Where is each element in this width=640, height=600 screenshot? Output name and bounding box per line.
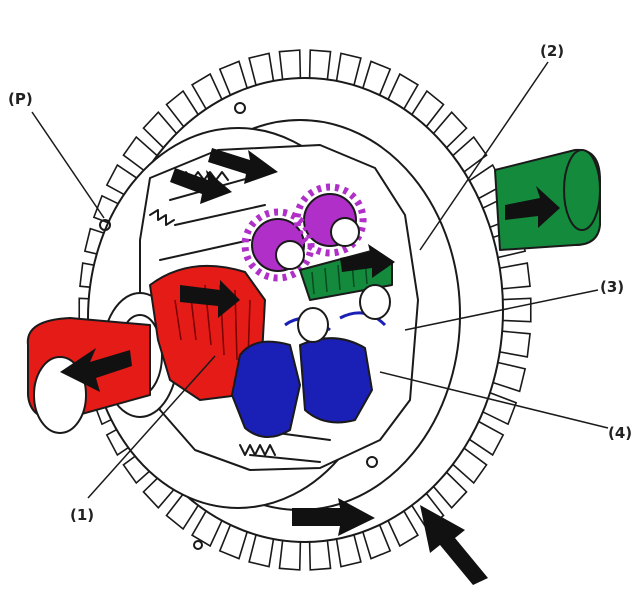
ring-gear-tooth	[308, 539, 332, 571]
label-3: (3)	[600, 278, 624, 296]
drive-arrows-bottom	[292, 498, 488, 585]
ring-gear-tooth	[335, 52, 362, 87]
ring-gear-tooth	[248, 533, 275, 568]
right-axle-shaft-green	[494, 148, 601, 251]
label-4: (4)	[608, 424, 632, 442]
ring-gear-tooth	[248, 52, 275, 87]
ring-gear-tooth	[498, 262, 531, 290]
input-arrows-top	[170, 148, 278, 204]
label-2: (2)	[540, 42, 564, 60]
left-axle-shaft-red	[26, 317, 151, 434]
spider-gears-blue	[231, 284, 391, 438]
ring-gear-tooth	[278, 49, 302, 81]
ring-gear-tooth	[278, 539, 302, 571]
ring-gear-tooth	[498, 330, 531, 358]
label-1: (1)	[70, 506, 94, 524]
label-p: (P)	[8, 90, 33, 108]
pinion-gears-purple	[241, 183, 367, 282]
leader-lines	[31, 61, 609, 499]
ring-gear-tooth	[502, 297, 532, 323]
left-side-gear-red	[149, 264, 266, 401]
ring-gear-tooth	[308, 49, 332, 81]
ring-gear-tooth	[335, 533, 362, 568]
